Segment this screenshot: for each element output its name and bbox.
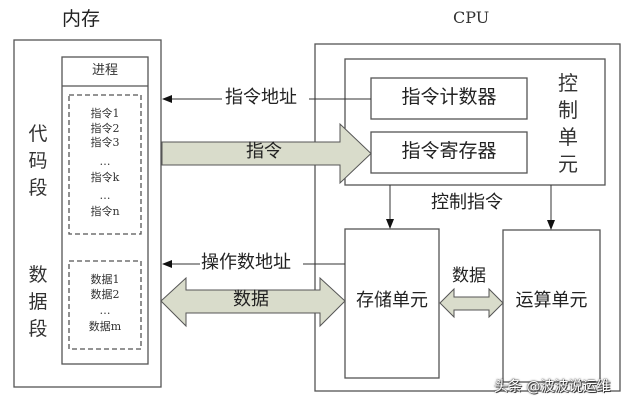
code-segment-dashed-box	[68, 94, 142, 235]
instruction-flow-arrow	[161, 122, 372, 185]
program-counter-label: 指令计数器	[401, 86, 497, 108]
alu-label: 运算单元	[515, 290, 588, 311]
watermark: 头条 @波波说运维	[494, 379, 611, 395]
operand-address-label: 操作数地址	[200, 252, 292, 273]
data-list: 数据1 数据2 … 数据m	[69, 273, 141, 334]
data-item: 数据m	[88, 319, 122, 333]
control-instruction-label: 控制指令	[431, 192, 503, 213]
instruction-item: 指令1	[90, 107, 120, 120]
data-segment-text: 数据段	[28, 264, 48, 340]
data-segment-label: 数据段	[26, 262, 50, 343]
storage-unit-box	[344, 228, 440, 379]
data-item: 数据2	[90, 287, 120, 301]
data-segment-dashed-box	[68, 260, 142, 350]
process-label: 进程	[91, 63, 118, 78]
alu-box	[502, 229, 601, 383]
storage-unit-label: 存储单元	[356, 290, 428, 311]
instruction-label: 指令	[246, 141, 282, 162]
program-counter-box	[370, 77, 528, 120]
instruction-item: 指令2	[90, 121, 120, 135]
cpu-title: CPU	[453, 8, 490, 27]
instruction-ellipsis: …	[99, 188, 111, 202]
instruction-address-label: 指令地址	[224, 87, 298, 108]
process-box	[61, 56, 149, 365]
instruction-item: 指令3	[90, 136, 120, 149]
data-label: 数据	[233, 289, 269, 310]
internal-data-double-arrow	[439, 287, 504, 319]
instruction-list: 指令1 指令2 指令3 … 指令k … 指令n	[69, 107, 141, 220]
instruction-register-label: 指令寄存器	[401, 140, 497, 162]
instruction-item: 指令n	[90, 205, 120, 218]
instruction-register-box	[370, 131, 528, 174]
data-ellipsis: …	[99, 304, 111, 317]
instruction-item: 指令k	[90, 171, 120, 184]
memory-title: 内存	[62, 8, 101, 30]
data-item: 数据1	[90, 273, 120, 286]
code-segment-text: 代码段	[28, 123, 48, 199]
instruction-ellipsis: …	[99, 154, 111, 168]
code-segment-label: 代码段	[26, 121, 50, 202]
control-unit-text: 控制单元	[558, 71, 578, 176]
data-flow-double-arrow	[160, 276, 346, 328]
internal-data-label: 数据	[452, 266, 486, 286]
control-unit-label: 控制单元	[556, 70, 580, 178]
